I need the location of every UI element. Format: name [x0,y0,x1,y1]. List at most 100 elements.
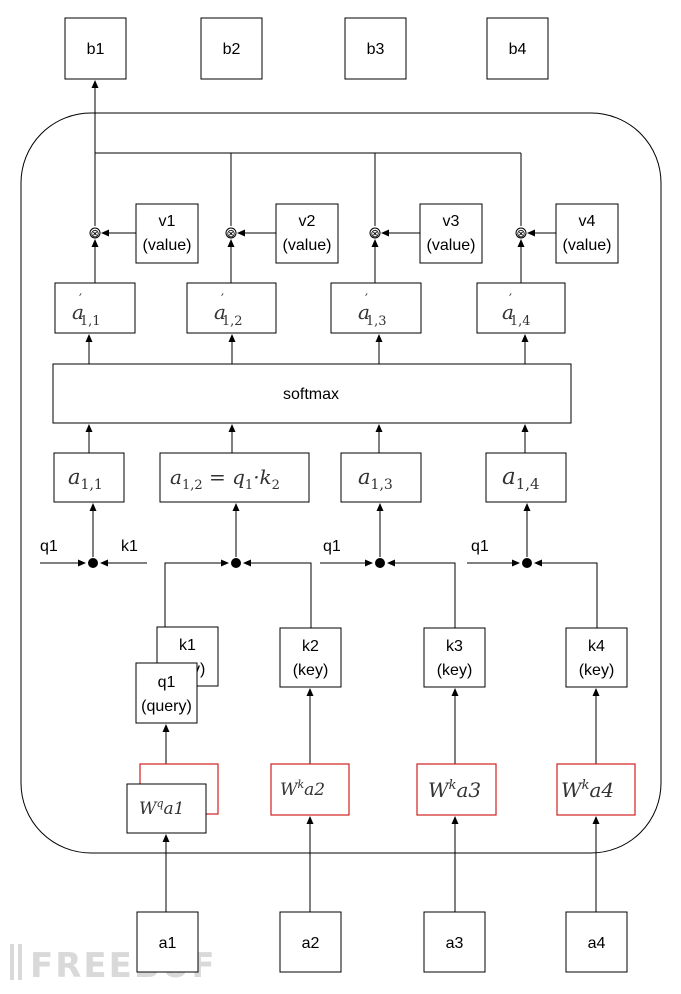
attention-score-2-box: a1,2 = q1·k2 [159,452,310,503]
proj3-rest: a3 [456,778,481,802]
svg-text:a1,2 = q1·k2: a1,2 = q1·k2 [170,465,280,493]
proj2-sup: k [297,778,304,791]
output-b3-box: b3 [344,17,407,80]
value-v1-box: v1 (value) [135,203,199,264]
s2-rest: = q [203,465,245,489]
proj1-sup: q [156,797,163,810]
dot-product-node-2 [231,558,241,568]
value-v1-name: v1 [159,213,176,230]
value-v2-box: v2 (value) [275,203,339,264]
proj4-rest: a4 [589,778,614,802]
ap4-sub: 1,4 [510,314,531,329]
ap1-sub: 1,1 [80,314,101,329]
value-v3-name: v3 [443,213,460,230]
proj4-sup: k [582,778,590,793]
key-k2-name: k2 [302,638,319,655]
value-v2-role: (value) [283,237,332,254]
s1-base: a [68,465,81,489]
key-k3-box: k3 (key) [423,627,486,688]
input-a1-box: a1 [136,911,199,973]
projection-2-box: Wka2 [270,763,350,816]
arrow-k4-to-dot4 [534,559,598,628]
dot3-q-label: q1 [323,538,341,555]
ap4-sup: ′ [509,292,512,307]
dot-product-node-4 [522,558,532,568]
s2-rest2: ·k [253,465,271,489]
projection-query-1-box: Wqa1 [126,783,207,834]
svg-text:a′1,3: a′1,3 [358,292,387,329]
multiply-node-2: ⊗ [225,227,237,240]
s2-rest2-sub: 2 [272,478,280,493]
key-k2-role: (key) [293,662,329,679]
output-b1-label: b1 [87,41,105,58]
output-b4-label: b4 [509,41,527,58]
multiply-node-3: ⊗ [369,227,381,240]
output-b3-label: b3 [367,41,385,58]
s1-sub: 1,1 [81,477,103,493]
proj3-sup: k [449,778,457,793]
input-a4-box: a4 [565,911,628,973]
input-a2-label: a2 [302,935,320,952]
key-k2-box: k2 (key) [279,627,342,688]
value-v4-role: (value) [563,237,612,254]
ap3-base: a [358,300,370,324]
s4-sub: 1,4 [516,475,540,493]
query-q1-box: q1 (query) [135,662,198,724]
svg-text:a′1,4: a′1,4 [502,292,531,329]
ap2-base: a [214,300,226,324]
svg-text:Wka3: Wka3 [428,778,481,802]
attention-prime-2-box: a′ 1,2 [186,282,277,334]
projection-4-box: Wka4 [556,763,636,816]
attention-prime-1-box: a′1,1 [54,282,136,334]
attention-prime-4-box: a′1,4 [476,282,566,334]
output-b1-box: b1 [64,17,127,80]
svg-text:a1,1: a1,1 [68,465,103,493]
arrow-k2-to-dot2 [243,559,312,628]
input-a2-box: a2 [279,911,342,973]
multiply-node-4: ⊗ [515,227,527,240]
value-v4-box: v4 (value) [555,203,619,264]
multiply-symbol-4: ⊗ [516,227,525,240]
attention-container [20,112,662,854]
svg-text:a1,4: a1,4 [502,464,540,493]
multiply-node-1: ⊗ [89,227,101,240]
key-k3-role: (key) [437,662,473,679]
proj2-w: W [280,780,299,800]
value-v2-name: v2 [299,213,316,230]
s2-base: a [170,465,182,489]
key-k3-name: k3 [446,638,463,655]
output-b2-label: b2 [223,41,241,58]
ap1-base: a [72,300,84,324]
dot-product-node-1 [88,558,98,568]
query-q1-role: (query) [141,698,192,715]
key-k4-role: (key) [579,662,615,679]
ap2-sub: 1,2 [222,314,243,329]
proj4-w: W [561,778,583,802]
dot4-q-label: q1 [471,538,489,555]
dot-product-node-3 [375,558,385,568]
proj1-rest: a1 [164,799,185,819]
svg-text:a′1,2: a′ 1,2 [214,292,243,329]
s4-base: a [502,464,516,490]
proj3-w: W [428,778,450,802]
s3-base: a [358,465,371,489]
input-a1-label: a1 [159,935,177,952]
multiply-symbol-1: ⊗ [90,227,99,240]
arrow-k3-to-dot3 [387,559,456,628]
svg-text:a1,3: a1,3 [358,465,393,493]
ap3-sub: 1,3 [366,314,387,329]
s2-rest-sub: 1 [245,478,253,493]
input-a4-label: a4 [588,935,606,952]
softmax-label: softmax [283,386,339,403]
dot1-q-label: q1 [40,538,58,555]
ap2-sup: ′ [221,292,224,307]
attention-score-1-box: a1,1 [53,452,125,503]
attention-prime-3-box: a′1,3 [330,282,422,334]
dot1-k-label: k1 [121,538,138,555]
key-k4-box: k4 (key) [565,627,628,688]
attention-score-4-box: a1,4 [485,452,567,503]
svg-text:a′1,1: a′1,1 [72,292,101,329]
output-b2-box: b2 [200,17,263,80]
proj1-w: W [139,799,158,819]
